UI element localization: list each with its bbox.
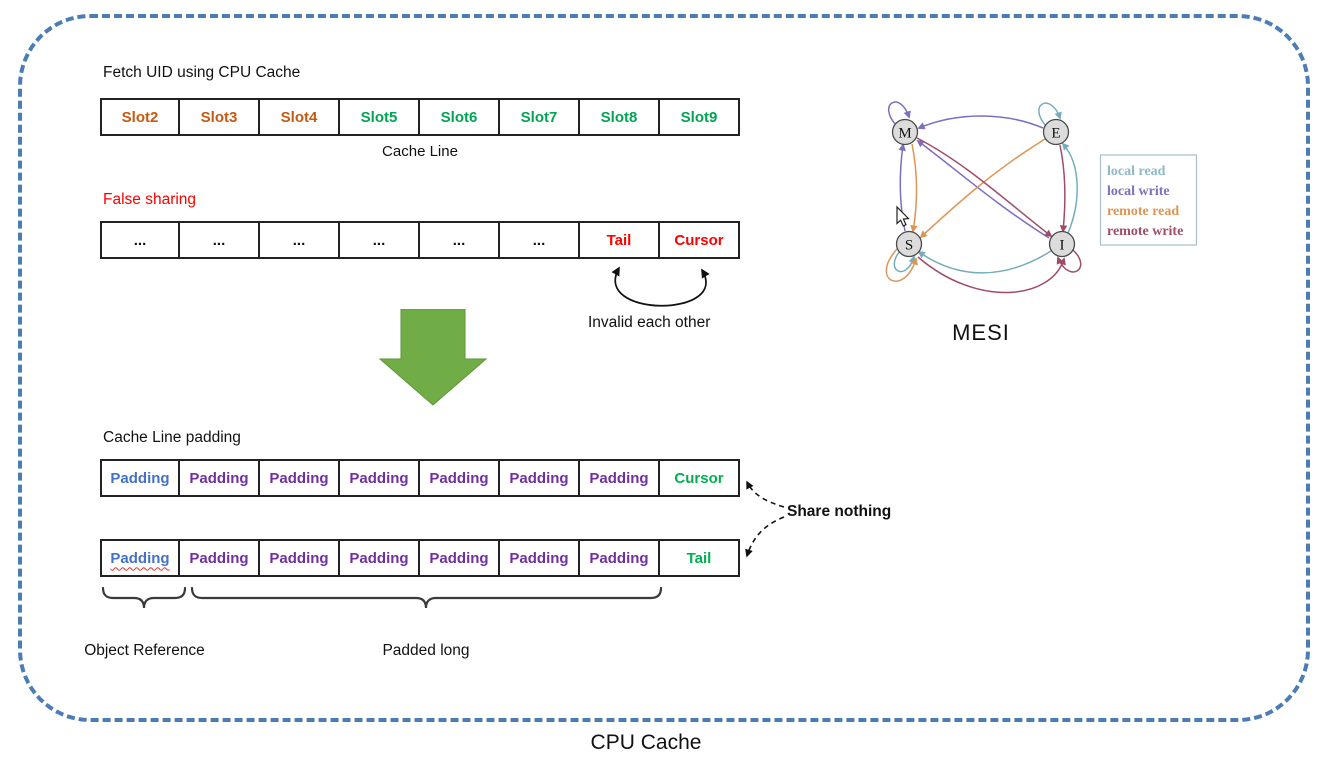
slot-cell: Slot7 (500, 98, 580, 136)
state-node-e (1042, 118, 1070, 146)
legend-remote-write: remote write (1107, 224, 1183, 239)
padding-cell: Padding (420, 539, 500, 577)
fetch-heading: Fetch UID using CPU Cache (103, 64, 301, 81)
padding-cell: Padding (340, 459, 420, 497)
invalid-each-other-arrow (611, 266, 710, 307)
table-cell: ... (420, 221, 500, 259)
table-cell: ... (260, 221, 340, 259)
share-nothing-arrows (745, 480, 785, 558)
padding-cell: Padding (260, 539, 340, 577)
table-cell: ... (340, 221, 420, 259)
state-label-i: I (1060, 237, 1065, 253)
slot-cell: Slot6 (420, 98, 500, 136)
slot-cell: Slot5 (340, 98, 420, 136)
cache-line-caption: Cache Line (382, 143, 458, 160)
padding-cell: Padding (340, 539, 420, 577)
tail-cell: Tail (580, 221, 660, 259)
padding-row-cursor: Padding Padding Padding Padding Padding … (100, 459, 740, 497)
invalid-annotation: Invalid each other (588, 314, 711, 331)
false-sharing-heading: False sharing (103, 191, 197, 208)
padding-cell: Padding (500, 539, 580, 577)
padding-cell: Padding (180, 459, 260, 497)
padding-cell: Padding (260, 459, 340, 497)
mesi-title: MESI (952, 320, 1010, 345)
padding-cell: Padding (100, 459, 180, 497)
padding-heading: Cache Line padding (103, 429, 241, 446)
mesi-transitions (885, 101, 1082, 294)
share-nothing-label: Share nothing (787, 503, 892, 520)
state-label-m: M (898, 125, 911, 141)
mesi-nodes: M E S I (891, 118, 1076, 258)
mouse-cursor-icon (896, 205, 910, 227)
cpu-cache-label: CPU Cache (590, 731, 702, 754)
state-label-e: E (1051, 125, 1060, 141)
padding-cell: Padding (500, 459, 580, 497)
dashed-frame (18, 14, 1310, 722)
cursor-cell: Cursor (660, 459, 740, 497)
padding-cell: Padding (580, 459, 660, 497)
table-cell: ... (100, 221, 180, 259)
slot-cell: Slot9 (660, 98, 740, 136)
padding-cell: Padding (100, 539, 180, 577)
table-cell: ... (180, 221, 260, 259)
tail-cell: Tail (660, 539, 740, 577)
braces (101, 586, 663, 609)
state-node-m (891, 118, 919, 146)
padded-long-brace (190, 586, 663, 609)
table-cell: ... (500, 221, 580, 259)
legend-local-read: local read (1107, 164, 1166, 179)
cursor-cell: Cursor (660, 221, 740, 259)
object-reference-label: Object Reference (84, 642, 205, 659)
padding-cell: Padding (180, 539, 260, 577)
legend-local-write: local write (1107, 184, 1170, 199)
slot-table: Slot2 Slot3 Slot4 Slot5 Slot6 Slot7 Slot… (100, 98, 740, 136)
object-reference-brace (101, 586, 187, 609)
slot-cell: Slot4 (260, 98, 340, 136)
slot-cell: Slot8 (580, 98, 660, 136)
state-label-s: S (905, 237, 913, 253)
legend-remote-read: remote read (1107, 204, 1179, 219)
padding-cell: Padding (580, 539, 660, 577)
down-arrow-icon (378, 309, 488, 406)
mesi-legend: local read local write remote read remot… (1099, 154, 1198, 246)
mesi-state-diagram: M E S I local read local write remote re… (885, 101, 1198, 294)
state-node-i (1048, 230, 1076, 258)
slot-cell: Slot2 (100, 98, 180, 136)
slot-cell: Slot3 (180, 98, 260, 136)
padding-cell: Padding (420, 459, 500, 497)
padding-row-tail: Padding Padding Padding Padding Padding … (100, 539, 740, 577)
state-node-s (895, 230, 923, 258)
false-sharing-table: ... ... ... ... ... ... Tail Cursor (100, 221, 740, 259)
padded-long-label: Padded long (382, 642, 470, 659)
